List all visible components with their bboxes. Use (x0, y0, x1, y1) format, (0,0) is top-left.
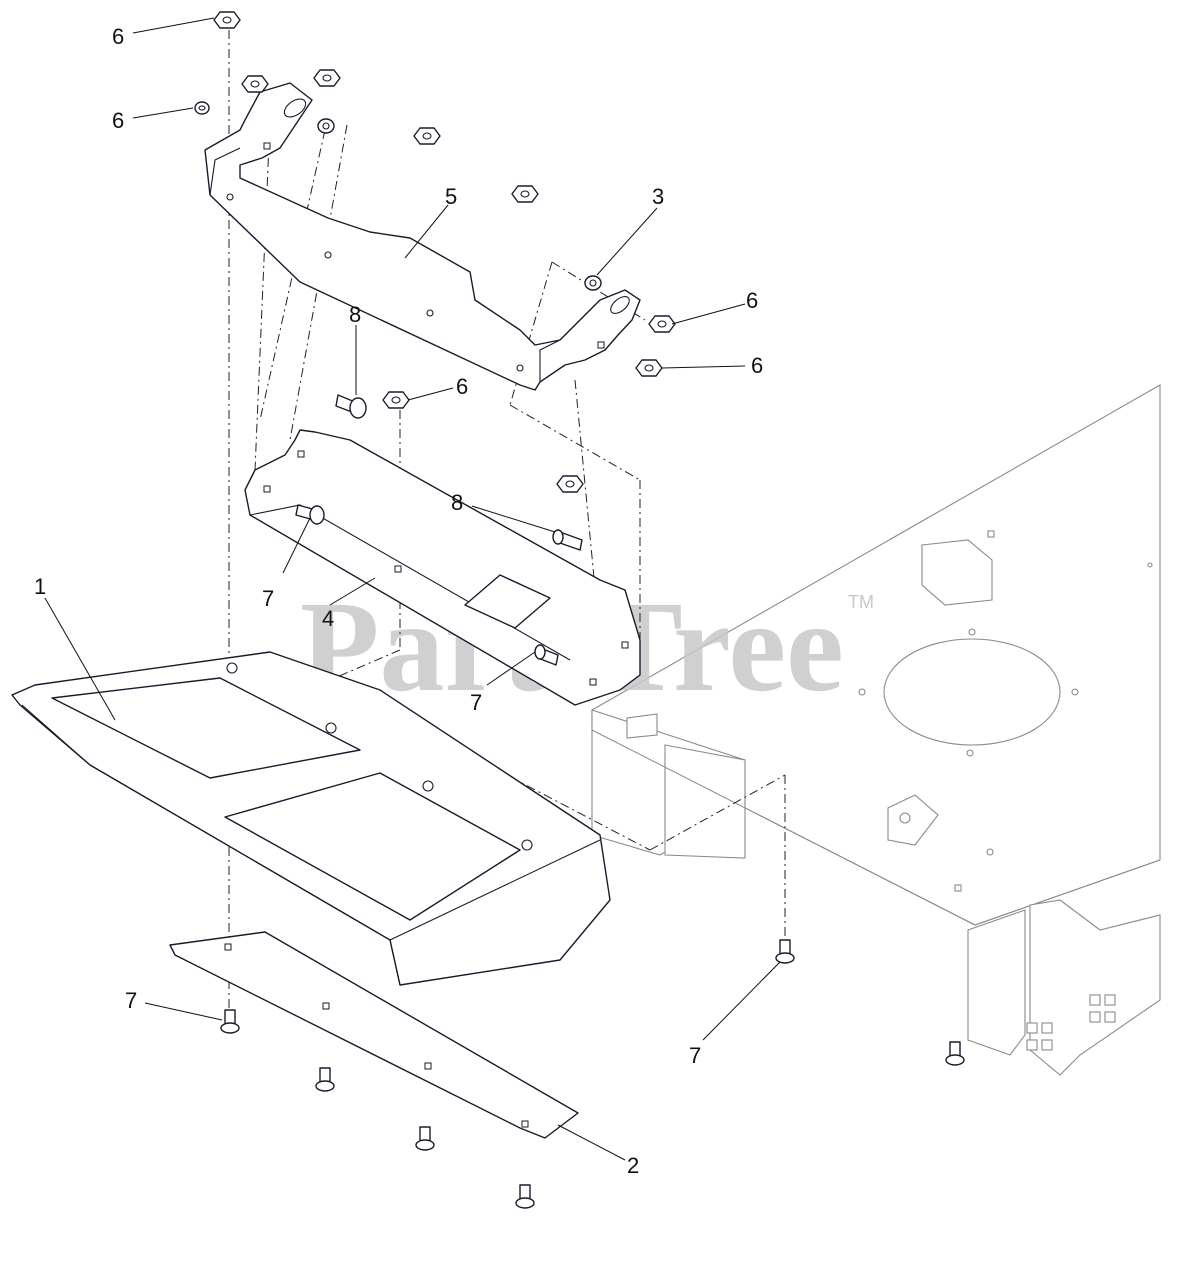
callout-4: 4 (322, 606, 334, 631)
callout-3: 3 (652, 184, 664, 209)
pin-icon (552, 529, 583, 551)
nut-icon (313, 69, 341, 87)
nut-icon (382, 391, 410, 409)
bolt-icon (775, 939, 795, 964)
callout-7: 7 (262, 586, 274, 611)
callout-7: 7 (689, 1043, 701, 1068)
pin-icon (335, 394, 367, 419)
nut-icon (511, 185, 539, 203)
watermark-tm: TM (848, 592, 874, 612)
callout-6: 6 (751, 353, 763, 378)
callout-1: 1 (34, 574, 46, 599)
callouts: 6 6 5 3 6 6 8 6 8 1 7 4 7 7 7 2 (34, 24, 763, 1178)
bolt-icon (415, 1126, 435, 1151)
hardware (194, 11, 965, 1209)
callout-5: 5 (445, 184, 457, 209)
nut-icon (241, 75, 269, 93)
bolt-icon (515, 1184, 535, 1209)
callout-7: 7 (470, 690, 482, 715)
washer-icon (194, 101, 210, 115)
callout-6: 6 (112, 108, 124, 133)
part-1-deflector (11, 651, 611, 986)
bolt-icon (220, 1009, 240, 1034)
washer-icon (317, 118, 335, 134)
callout-6: 6 (456, 374, 468, 399)
callout-7: 7 (125, 988, 137, 1013)
nut-icon (648, 315, 676, 333)
nut-icon (556, 475, 584, 493)
nut-icon (213, 11, 241, 29)
bolt-icon (315, 1067, 335, 1092)
pin-icon (295, 504, 325, 525)
nut-icon (635, 359, 663, 377)
callout-6: 6 (746, 288, 758, 313)
part-2-bottom-plate (169, 931, 579, 1139)
bushing-icon (584, 275, 602, 291)
mower-frame (591, 384, 1161, 1076)
pin-icon (534, 644, 559, 666)
nut-icon (413, 127, 441, 145)
callout-8: 8 (349, 302, 361, 327)
part-5-upper-bracket (204, 82, 641, 391)
callout-8: 8 (451, 490, 463, 515)
callout-2: 2 (627, 1153, 639, 1178)
callout-6: 6 (112, 24, 124, 49)
leader-lines (44, 17, 781, 1161)
bolt-icon (945, 1041, 965, 1066)
